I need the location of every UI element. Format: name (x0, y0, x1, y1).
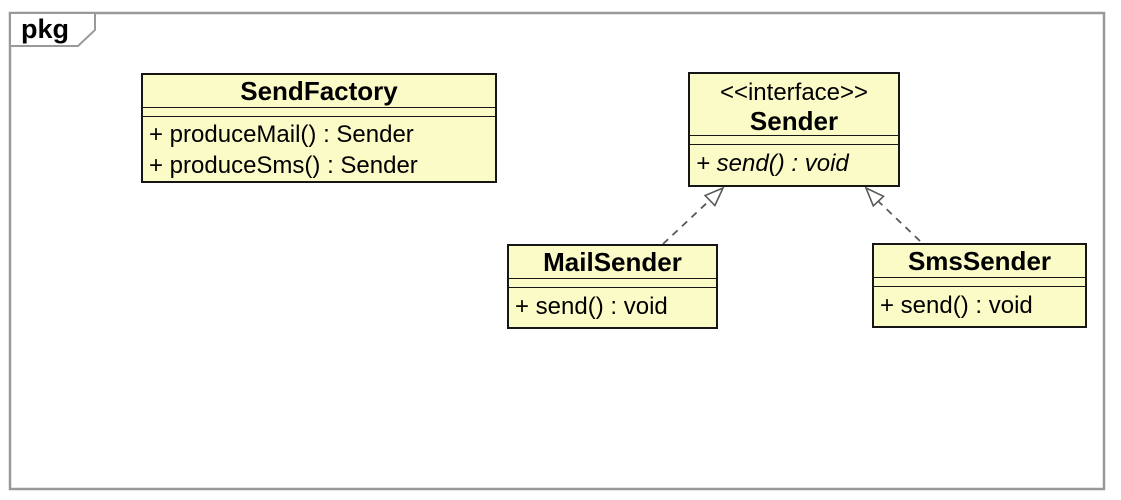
methods-compartment: + send() : void (690, 145, 898, 181)
realization-line (877, 200, 921, 242)
hollow-triangle-arrowhead (864, 186, 885, 208)
attributes-compartment (874, 277, 1085, 287)
class-name: SendFactory (240, 76, 398, 106)
method: + produceSms() : Sender (149, 152, 418, 179)
class-box-sendfactory: SendFactory + produceMail() : Sender + p… (141, 73, 497, 183)
attributes-compartment (509, 278, 716, 288)
method: + send() : void (515, 293, 668, 320)
methods-compartment: + produceMail() : Sender + produceSms() … (143, 117, 495, 181)
frame-label: pkg (21, 14, 70, 44)
interface-box-sender: <<interface>> Sender + send() : void (688, 72, 900, 187)
methods-compartment: + send() : void (509, 288, 716, 324)
class-name: MailSender (543, 247, 682, 277)
method: + produceMail() : Sender (149, 121, 414, 148)
frame-border (8, 11, 1106, 491)
class-name: Sender (749, 106, 839, 136)
attributes-compartment (690, 135, 898, 145)
realization-arrow-smssender-to-sender (864, 186, 921, 242)
realization-arrow-mailsender-to-sender (662, 186, 725, 245)
methods-compartment: + send() : void (874, 287, 1085, 323)
realization-line (662, 199, 711, 245)
method: + send() : void (696, 150, 849, 177)
hollow-triangle-arrowhead (703, 186, 725, 207)
stereotype-label: <<interface>> (719, 79, 869, 106)
attributes-compartment (143, 107, 495, 117)
class-box-mailsender: MailSender + send() : void (507, 244, 718, 329)
method: + send() : void (880, 292, 1033, 319)
pkg-tab-shape (9, 12, 96, 47)
class-name: SmsSender (907, 246, 1052, 276)
class-box-smssender: SmsSender + send() : void (872, 243, 1087, 328)
